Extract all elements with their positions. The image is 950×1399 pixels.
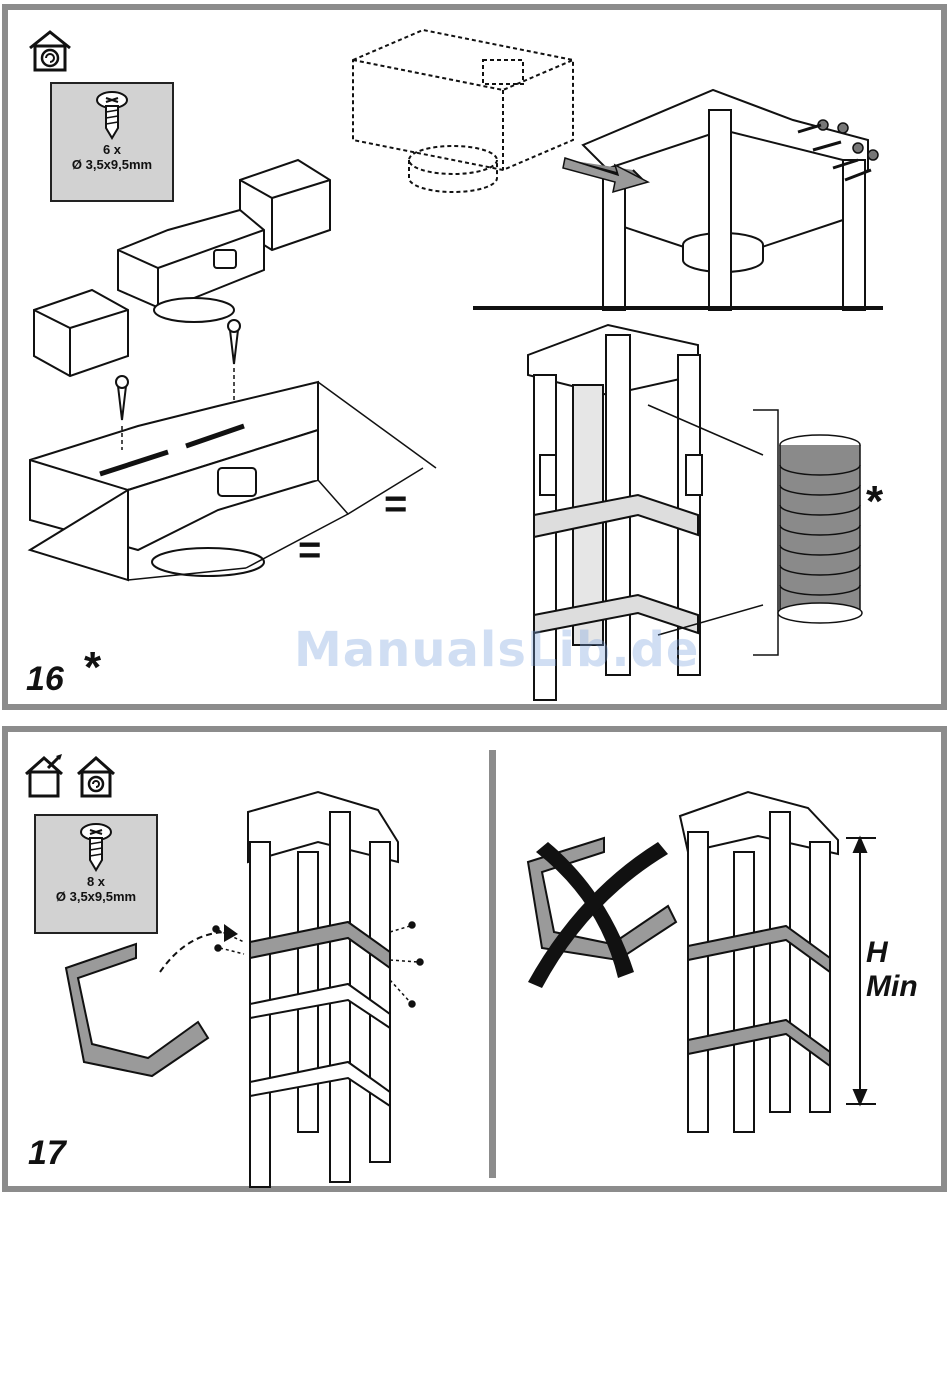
watermark: ManualsLib.de <box>294 622 699 678</box>
step-17-panel: 8 x Ø 3,5x9,5mm <box>2 726 947 1192</box>
hood-frame-top-illustration <box>343 20 893 320</box>
screw-icon <box>92 90 132 140</box>
step-17-number: 17 <box>28 1134 66 1173</box>
equal-sign-right: = <box>384 482 407 527</box>
height-label: H Min <box>866 936 918 1004</box>
step-16-optional-mark: * <box>84 646 101 690</box>
recirculation-house-icon <box>26 26 74 74</box>
hose-optional-mark: * <box>866 480 883 524</box>
equal-sign-bottom: = <box>298 528 321 573</box>
frame-height-illustration <box>508 782 928 1182</box>
step-16-panel: 6 x Ø 3,5x9,5mm <box>2 4 947 710</box>
panel-divider <box>489 750 496 1178</box>
step-16-number: 16 <box>26 660 64 699</box>
frame-bracket-assembly-illustration <box>48 782 478 1192</box>
